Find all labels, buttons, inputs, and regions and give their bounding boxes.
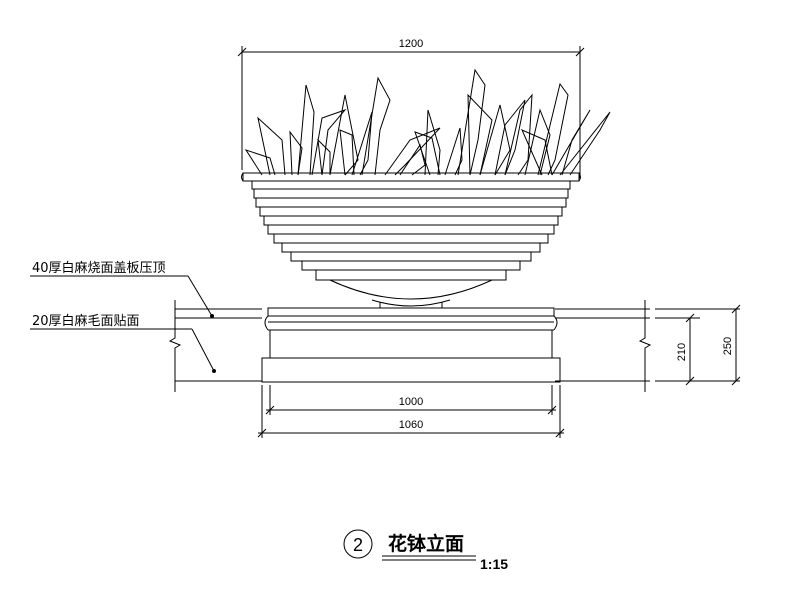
facing-note: 20厚白麻毛面贴面 <box>32 313 140 329</box>
cap-note: 40厚白麻烧面盖板压顶 <box>32 260 166 276</box>
top-width-label: 1200 <box>399 38 423 50</box>
bottom-width-dimensions <box>257 385 565 438</box>
plant-leaves <box>244 68 611 176</box>
height-dimensions <box>655 304 741 386</box>
outer-width-label: 1060 <box>399 419 423 431</box>
pedestal-base <box>168 300 652 392</box>
title-block <box>343 529 476 561</box>
height-small-label: 210 <box>676 343 688 361</box>
drawing-number: 2 <box>353 535 363 555</box>
drawing-title: 花钵立面 <box>388 532 464 555</box>
top-width-dimension <box>237 46 585 178</box>
inner-width-label: 1000 <box>399 396 423 408</box>
drawing-scale: 1:15 <box>480 556 508 572</box>
bowl <box>241 172 581 308</box>
leader-lines <box>30 275 216 373</box>
height-large-label: 250 <box>722 337 734 355</box>
